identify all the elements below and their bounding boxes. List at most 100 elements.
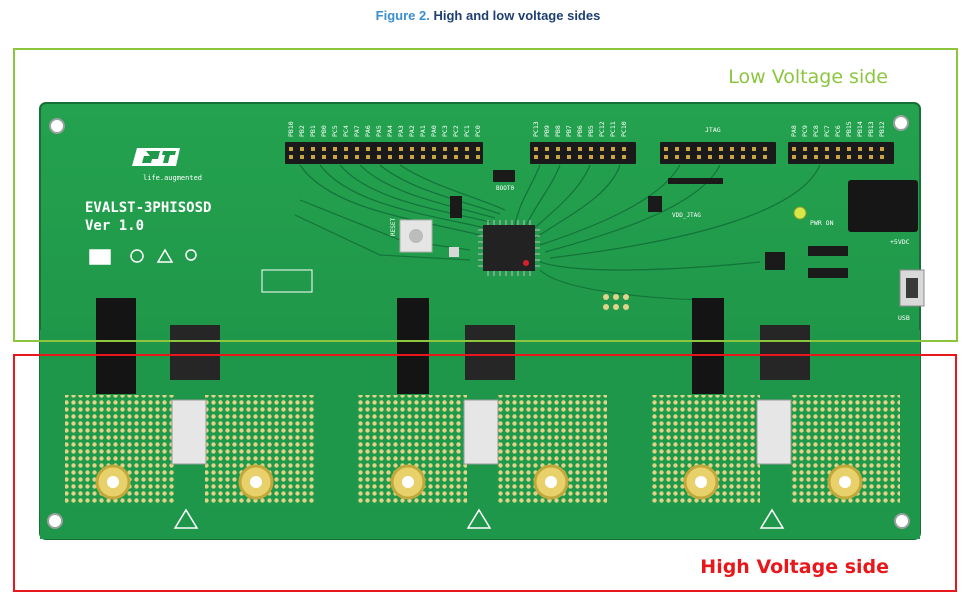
high-voltage-zone: High Voltage side xyxy=(13,354,957,592)
mounting-holes xyxy=(47,115,910,529)
hv-warning-icon xyxy=(759,508,785,529)
pcb-traces xyxy=(294,164,821,301)
header-pin-label: PC13 xyxy=(532,121,540,137)
header-pin xyxy=(333,155,337,159)
header-pin xyxy=(567,155,571,159)
header-pin xyxy=(300,155,304,159)
header-pin xyxy=(858,147,862,151)
header-pin xyxy=(388,147,392,151)
header-pin xyxy=(675,147,679,151)
boot-label: BOOT0 xyxy=(496,185,514,192)
driver-ic-1 xyxy=(170,325,220,380)
header-pin-label: PA2 xyxy=(408,125,416,137)
header-pin xyxy=(410,155,414,159)
via-cluster xyxy=(603,294,629,310)
header-pin xyxy=(311,147,315,151)
shunt-2 xyxy=(463,399,499,465)
header-pin xyxy=(730,147,734,151)
header-pin xyxy=(476,155,480,159)
header-pin xyxy=(578,155,582,159)
header-pins xyxy=(289,147,884,159)
header-pin xyxy=(454,147,458,151)
header-pin-label: PC7 xyxy=(823,125,831,137)
header-pin xyxy=(825,155,829,159)
jtag-label: JTAG xyxy=(705,126,721,134)
mcu-pins xyxy=(478,220,540,276)
header-pin xyxy=(741,147,745,151)
header-pin-label: PC1 xyxy=(463,125,471,137)
header-pin-label: PB13 xyxy=(867,121,875,137)
header-pin xyxy=(322,147,326,151)
header-pin-label: PA5 xyxy=(375,125,383,137)
header-pin xyxy=(708,155,712,159)
header-pin xyxy=(836,155,840,159)
header-pin-label: PB2 xyxy=(298,125,306,137)
header-pin xyxy=(869,155,873,159)
logo-tagline: life.augmented xyxy=(143,174,202,182)
header-pin-label: PA0 xyxy=(430,125,438,137)
header-pin xyxy=(311,155,315,159)
header-pin xyxy=(847,147,851,151)
figure-title: High and low voltage sides xyxy=(433,8,601,23)
hv-warning-icon xyxy=(466,508,492,529)
header-pin xyxy=(399,155,403,159)
header-pin-label: PC12 xyxy=(598,121,606,137)
transistor xyxy=(450,196,462,218)
vdd-jtag-label: VDD_JTAG xyxy=(672,212,701,219)
header-pin xyxy=(803,147,807,151)
power-in-label: +5VDC xyxy=(890,238,910,246)
header-pin-label: PA3 xyxy=(397,125,405,137)
header-pin xyxy=(366,147,370,151)
header-pin-label: PC9 xyxy=(801,125,809,137)
header-pin xyxy=(432,147,436,151)
header-pin xyxy=(567,147,571,151)
header-pin xyxy=(443,147,447,151)
hv-warning-icon xyxy=(173,508,199,529)
pwr-on-label: PWR ON xyxy=(810,219,834,227)
driver-ic-3 xyxy=(760,325,810,380)
header-pin xyxy=(741,155,745,159)
header-pin-label: PC8 xyxy=(812,125,820,137)
board-name: EVALST-3PHISOSD xyxy=(85,200,211,216)
header-pin xyxy=(814,147,818,151)
header-pin-label: PB12 xyxy=(878,121,886,137)
header-pin xyxy=(664,147,668,151)
channel-1 xyxy=(65,298,315,529)
header-pin xyxy=(355,155,359,159)
usb-connector xyxy=(899,269,925,307)
header-pin xyxy=(836,147,840,151)
figure-caption: Figure 2. High and low voltage sides xyxy=(0,8,976,23)
header-pin xyxy=(664,155,668,159)
header-pin-label: PB10 xyxy=(287,121,295,137)
header-pin xyxy=(589,147,593,151)
header-pin-label: PA8 xyxy=(790,125,798,137)
header-pin xyxy=(697,155,701,159)
header-pin-label: PC3 xyxy=(441,125,449,137)
power-led xyxy=(793,206,807,220)
header-pin-label: PA1 xyxy=(419,125,427,137)
header-pin-label: PC5 xyxy=(331,125,339,137)
header-pin xyxy=(675,155,679,159)
header-pin-label: PB9 xyxy=(543,125,551,137)
low-voltage-label: Low Voltage side xyxy=(728,66,888,88)
header-pin xyxy=(611,147,615,151)
opto-2 xyxy=(397,298,429,394)
header-pin xyxy=(686,155,690,159)
header-pin xyxy=(355,147,359,151)
header-pin xyxy=(719,155,723,159)
header-pin xyxy=(377,147,381,151)
opto-3 xyxy=(692,298,724,394)
header-pin xyxy=(880,147,884,151)
header-pin xyxy=(344,155,348,159)
header-pin xyxy=(803,155,807,159)
shunt-1 xyxy=(171,399,207,465)
header-pin xyxy=(443,155,447,159)
header-pin xyxy=(847,155,851,159)
header-pin xyxy=(600,155,604,159)
boot-jumper xyxy=(493,170,515,182)
header-pin-label: PA7 xyxy=(353,125,361,137)
shunt-3 xyxy=(756,399,792,465)
header-pin xyxy=(300,147,304,151)
header-pin xyxy=(611,155,615,159)
